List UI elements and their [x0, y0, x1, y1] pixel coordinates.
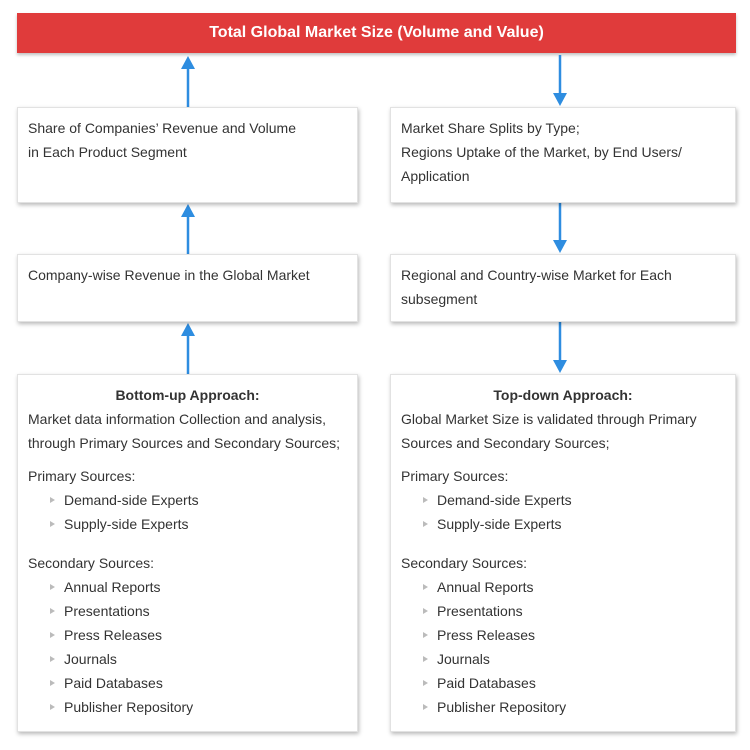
approach-description-line: Global Market Size is validated through …: [401, 411, 697, 427]
box-text-line: Regions Uptake of the Market, by End Use…: [401, 144, 682, 160]
bullet-icon: [423, 497, 428, 503]
list-item: Supply-side Experts: [28, 512, 347, 536]
top-down-approach-box: Top-down Approach: Global Market Size is…: [390, 374, 736, 732]
list-item: Demand-side Experts: [28, 488, 347, 512]
bullet-icon: [50, 656, 55, 662]
primary-sources-list: Demand-side Experts Supply-side Experts: [28, 488, 347, 536]
arrow-down-icon: [553, 55, 567, 106]
box-text-line: Application: [401, 168, 470, 184]
primary-sources-list: Demand-side Experts Supply-side Experts: [401, 488, 725, 536]
primary-sources-label: Primary Sources:: [401, 468, 509, 484]
bullet-icon: [50, 704, 55, 710]
bullet-icon: [50, 608, 55, 614]
banner-title: Total Global Market Size (Volume and Val…: [209, 24, 544, 41]
list-item: Annual Reports: [401, 575, 725, 599]
list-item: Annual Reports: [28, 575, 347, 599]
list-item: Paid Databases: [28, 671, 347, 695]
list-item: Journals: [401, 647, 725, 671]
bullet-icon: [423, 704, 428, 710]
approach-heading: Bottom-up Approach:: [115, 387, 260, 403]
list-item: Publisher Repository: [28, 695, 347, 719]
bullet-icon: [50, 632, 55, 638]
arrow-up-icon: [181, 204, 195, 254]
primary-sources-label: Primary Sources:: [28, 468, 136, 484]
list-item: Supply-side Experts: [401, 512, 725, 536]
list-item: Presentations: [401, 599, 725, 623]
secondary-sources-label: Secondary Sources:: [28, 555, 155, 571]
list-item: Journals: [28, 647, 347, 671]
list-item: Publisher Repository: [401, 695, 725, 719]
bullet-icon: [423, 584, 428, 590]
box-text-line: Company-wise Revenue in the Global Marke…: [28, 267, 310, 283]
secondary-sources-label: Secondary Sources:: [401, 555, 528, 571]
approach-description-line: Market data information Collection and a…: [28, 411, 327, 427]
bullet-icon: [423, 680, 428, 686]
company-share-box: Share of Companies’ Revenue and Volume i…: [17, 107, 358, 203]
box-text-line: Market Share Splits by Type;: [401, 120, 580, 136]
box-text-line: Regional and Country-wise Market for Eac…: [401, 267, 672, 283]
approach-description-line: Sources and Secondary Sources;: [401, 435, 610, 451]
secondary-sources-list: Annual Reports Presentations Press Relea…: [28, 575, 347, 719]
box-text-line: Share of Companies’ Revenue and Volume: [28, 120, 296, 136]
list-item: Presentations: [28, 599, 347, 623]
company-revenue-box: Company-wise Revenue in the Global Marke…: [17, 254, 358, 322]
list-item: Demand-side Experts: [401, 488, 725, 512]
arrow-down-icon: [553, 322, 567, 373]
market-share-splits-box: Market Share Splits by Type; Regions Upt…: [390, 107, 736, 203]
bullet-icon: [423, 608, 428, 614]
arrow-up-icon: [181, 323, 195, 374]
arrow-up-icon: [181, 56, 195, 107]
bullet-icon: [50, 521, 55, 527]
bottom-up-approach-box: Bottom-up Approach: Market data informat…: [17, 374, 358, 732]
regional-market-box: Regional and Country-wise Market for Eac…: [390, 254, 736, 322]
bullet-icon: [423, 656, 428, 662]
approach-description-line: through Primary Sources and Secondary So…: [28, 435, 341, 451]
bullet-icon: [423, 521, 428, 527]
list-item: Press Releases: [401, 623, 725, 647]
secondary-sources-list: Annual Reports Presentations Press Relea…: [401, 575, 725, 719]
box-text-line: in Each Product Segment: [28, 144, 187, 160]
list-item: Press Releases: [28, 623, 347, 647]
box-text-line: subsegment: [401, 291, 478, 307]
arrow-down-icon: [553, 203, 567, 253]
bullet-icon: [423, 632, 428, 638]
list-item: Paid Databases: [401, 671, 725, 695]
bullet-icon: [50, 584, 55, 590]
bullet-icon: [50, 497, 55, 503]
market-size-banner: Total Global Market Size (Volume and Val…: [17, 13, 736, 53]
bullet-icon: [50, 680, 55, 686]
approach-heading: Top-down Approach:: [493, 387, 633, 403]
